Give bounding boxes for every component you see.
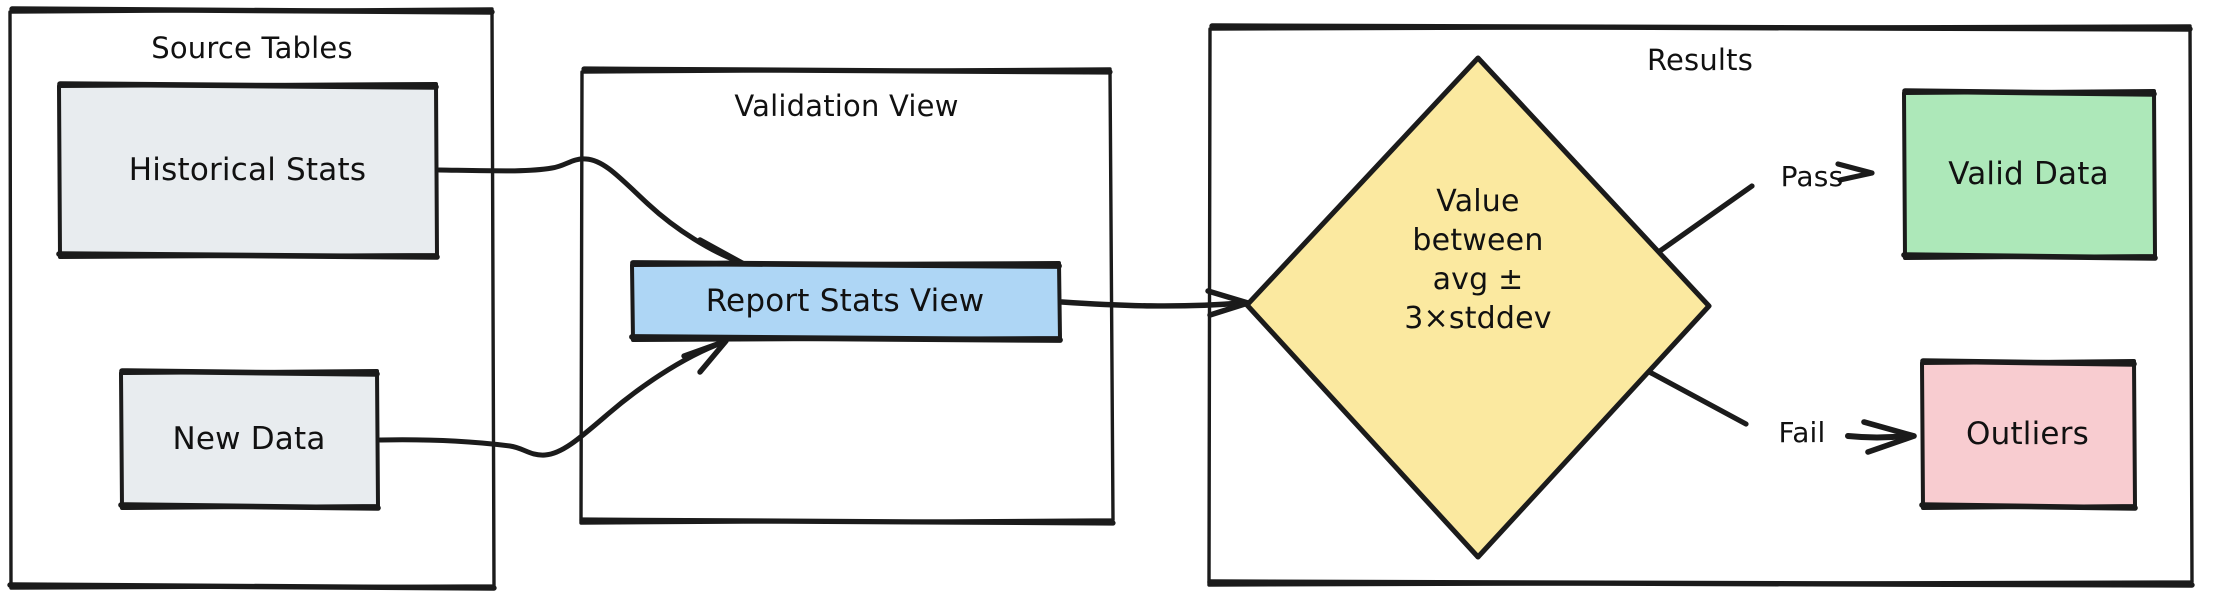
edge-newdata-to-report-line	[377, 339, 727, 458]
edge-report-to-check-line	[1059, 299, 1245, 309]
node-historical-stats-shape	[57, 82, 439, 259]
edge-check-to-outliers-line	[1639, 365, 1749, 427]
edge-check-to-valid-arrowhead	[1835, 161, 1875, 183]
node-outliers-shape	[1920, 359, 2137, 510]
node-value-check-shape	[1244, 55, 1712, 560]
edge-check-to-valid[interactable]	[1647, 161, 1875, 261]
node-valid-data-shape	[1902, 89, 2157, 260]
edge-check-to-outliers-stem	[1845, 433, 1909, 441]
node-report-stats-view-accent	[629, 260, 1063, 343]
edge-newdata-to-report-arrowhead	[681, 338, 729, 375]
group-results-accent	[1207, 23, 2195, 588]
node-valid-data[interactable]	[1901, 88, 2158, 261]
node-historical-stats-accent	[56, 81, 440, 260]
node-value-check[interactable]	[1244, 55, 1712, 560]
node-new-data-shape	[119, 369, 380, 510]
node-new-data[interactable]	[118, 368, 381, 511]
node-valid-data-accent	[1901, 88, 2158, 261]
edge-historical-to-report-line	[436, 156, 743, 265]
edge-check-to-outliers[interactable]	[1639, 365, 1917, 455]
node-new-data-accent	[118, 368, 381, 511]
node-historical-stats[interactable]	[56, 81, 440, 260]
group-validation-view-accent	[579, 66, 1116, 526]
node-outliers-accent	[1919, 358, 2138, 511]
node-outliers[interactable]	[1919, 358, 2138, 511]
edge-report-to-check[interactable]	[1059, 288, 1251, 318]
group-source-tables-accent	[7, 6, 497, 591]
edge-newdata-to-report[interactable]	[377, 338, 729, 458]
node-report-stats-view-shape	[630, 261, 1062, 342]
edge-check-to-valid-line	[1647, 183, 1755, 261]
edge-report-to-check-arrowhead	[1205, 288, 1251, 318]
node-report-stats-view[interactable]	[629, 260, 1063, 343]
edge-check-to-outliers-arrowhead	[1861, 419, 1917, 455]
